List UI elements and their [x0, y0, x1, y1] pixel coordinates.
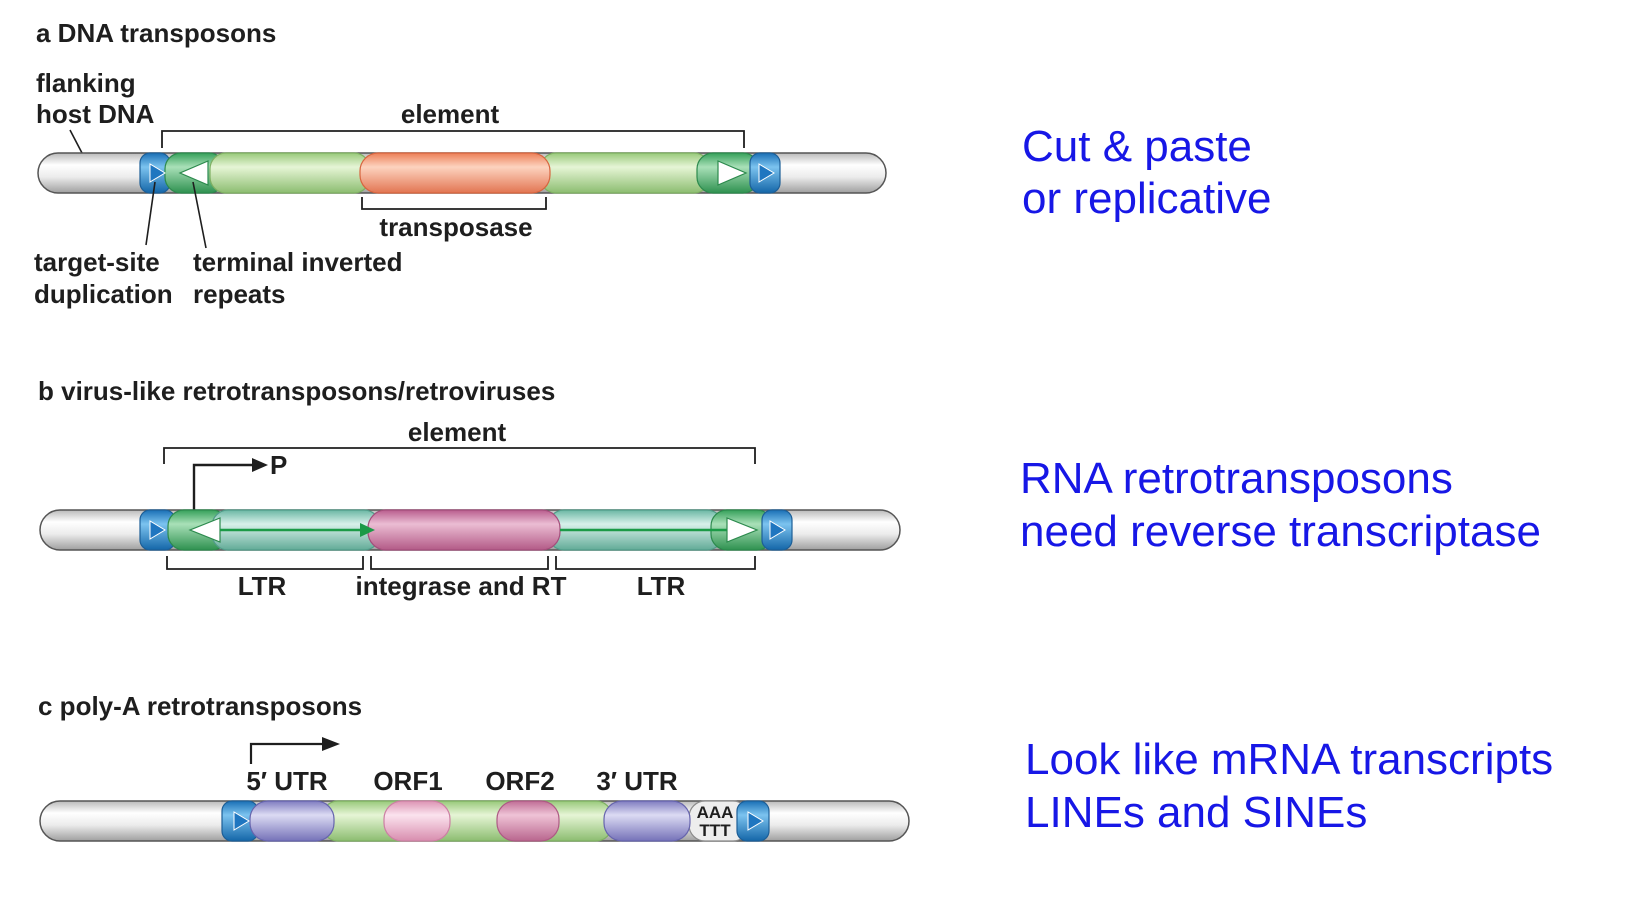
panel-a-title: a DNA transposons: [36, 18, 276, 48]
tir-label-line1: terminal inverted: [193, 247, 403, 277]
ltr-left-label: LTR: [238, 571, 287, 601]
tsd-arrow-left-icon: [149, 163, 166, 183]
utr3-label: 3′ UTR: [596, 766, 678, 796]
promoter-arrow-line: [192, 463, 252, 512]
transcription-arrow: [249, 737, 340, 764]
ltr-right-bracket: [555, 556, 756, 570]
transposase-bracket: [361, 197, 547, 210]
orf1-label: ORF1: [373, 766, 442, 796]
utr5-region: [249, 800, 335, 842]
panel-b-title: b virus-like retrotransposons/retrovirus…: [38, 376, 555, 406]
tsd-label-line1: target-site: [34, 247, 160, 277]
orf2-label: ORF2: [485, 766, 554, 796]
tsd-arrow-left-c-icon: [233, 811, 250, 831]
utr3-region: [603, 800, 691, 842]
orf2-region: [496, 800, 560, 842]
panel-a: a DNA transposons flanking host DNA elem…: [34, 18, 1271, 309]
panel-c: c poly-A retrotransposons 5′ UTR ORF1 OR…: [38, 691, 1553, 842]
integrase-bracket: [370, 556, 549, 570]
transposase-gene: [359, 152, 551, 194]
note-b-line2: need reverse transcriptase: [1020, 507, 1541, 556]
element-label-b: element: [408, 417, 507, 447]
poly-a-top-label: AAA: [697, 803, 734, 822]
ltr-repeat-right-icon: [726, 517, 759, 543]
dna-bar-b: [39, 509, 901, 551]
tsd-arrow-right-icon: [758, 163, 775, 183]
inter-orf-body: [321, 800, 613, 842]
ltr-left-arrow-head-icon: [360, 523, 375, 537]
element-bracket-b: [163, 447, 756, 464]
element-body-right: [539, 152, 711, 194]
ltr-right-label: LTR: [637, 571, 686, 601]
tsd-arrow-right-c-icon: [747, 811, 764, 831]
dna-bar-c: AAA TTT: [39, 800, 910, 842]
tir-leader-line: [192, 181, 207, 249]
tir-label-line2: repeats: [193, 279, 286, 309]
transposase-label: transposase: [379, 212, 532, 242]
poly-a-bottom-label: TTT: [699, 821, 731, 840]
promoter-arrow: [192, 458, 268, 512]
integrase-label: integrase and RT: [356, 571, 567, 601]
promoter-label: P: [270, 450, 287, 480]
element-bracket-a: [161, 130, 745, 148]
integrase-rt-gene: [367, 509, 561, 551]
orf1-region: [383, 800, 451, 842]
note-b-line1: RNA retrotransposons: [1020, 454, 1453, 503]
tsd-arrow-left-b-icon: [149, 520, 166, 540]
tsd-leader-line: [145, 181, 156, 246]
ltr-left-bracket: [166, 556, 364, 570]
transcription-arrow-head-icon: [322, 737, 340, 751]
dna-bar-a: [37, 152, 887, 194]
panel-b: b virus-like retrotransposons/retrovirus…: [38, 376, 1541, 601]
transcription-arrow-line: [249, 742, 324, 764]
inverted-repeat-left-icon: [178, 160, 209, 186]
tsd-label-line2: duplication: [34, 279, 173, 309]
note-c-line2: LINEs and SINEs: [1025, 788, 1367, 837]
note-c-line1: Look like mRNA transcripts: [1025, 735, 1553, 784]
inverted-repeat-right-icon: [717, 160, 748, 186]
panel-c-title: c poly-A retrotransposons: [38, 691, 362, 721]
note-a-line1: Cut & paste: [1022, 122, 1252, 171]
element-label-a: element: [401, 99, 500, 129]
promoter-arrow-head-icon: [252, 458, 268, 472]
element-body-left: [209, 152, 371, 194]
tsd-arrow-right-b-icon: [769, 520, 786, 540]
flanking-leader-line: [69, 129, 83, 154]
note-a-line2: or replicative: [1022, 174, 1271, 223]
flanking-label-line1: flanking: [36, 68, 136, 98]
utr5-label: 5′ UTR: [246, 766, 328, 796]
flanking-label-line2: host DNA: [36, 99, 155, 129]
